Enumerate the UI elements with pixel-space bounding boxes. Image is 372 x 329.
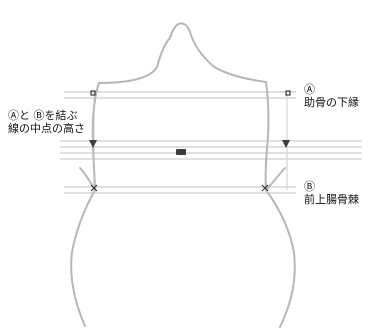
reference-lines bbox=[60, 91, 362, 194]
torso-outline bbox=[70, 22, 296, 328]
label-a-mark: Ⓐ bbox=[304, 83, 315, 96]
neckline-left bbox=[98, 37, 171, 84]
rib-marker-right bbox=[285, 90, 291, 96]
hip-right bbox=[265, 189, 296, 328]
label-a-text: 助骨の下縁 bbox=[304, 96, 359, 109]
asis-marker-right-2 bbox=[261, 184, 269, 192]
side-guides bbox=[93, 94, 288, 190]
left-midpoint-label: Ⓐと Ⓑを結ぶ 線の中点の高さ bbox=[8, 109, 85, 135]
torso-right-side bbox=[264, 81, 270, 191]
label-b-mark: Ⓑ bbox=[304, 180, 315, 193]
left-midpoint-label-line-2: 線の中点の高さ bbox=[8, 122, 85, 135]
neckline-right bbox=[169, 22, 267, 83]
midpoint-marker-left bbox=[89, 140, 97, 148]
bust-right-inner bbox=[265, 167, 286, 191]
rib-marker-left bbox=[90, 90, 96, 96]
hip-left bbox=[70, 189, 96, 327]
markers bbox=[89, 90, 291, 192]
left-midpoint-label-line-1: Ⓐと Ⓑを結ぶ bbox=[8, 109, 78, 122]
midpoint-marker-right bbox=[282, 140, 290, 148]
center-marker bbox=[176, 149, 186, 155]
asis-marker-left-2 bbox=[90, 184, 98, 192]
label-b-text: 前上腸骨棘 bbox=[304, 193, 359, 206]
